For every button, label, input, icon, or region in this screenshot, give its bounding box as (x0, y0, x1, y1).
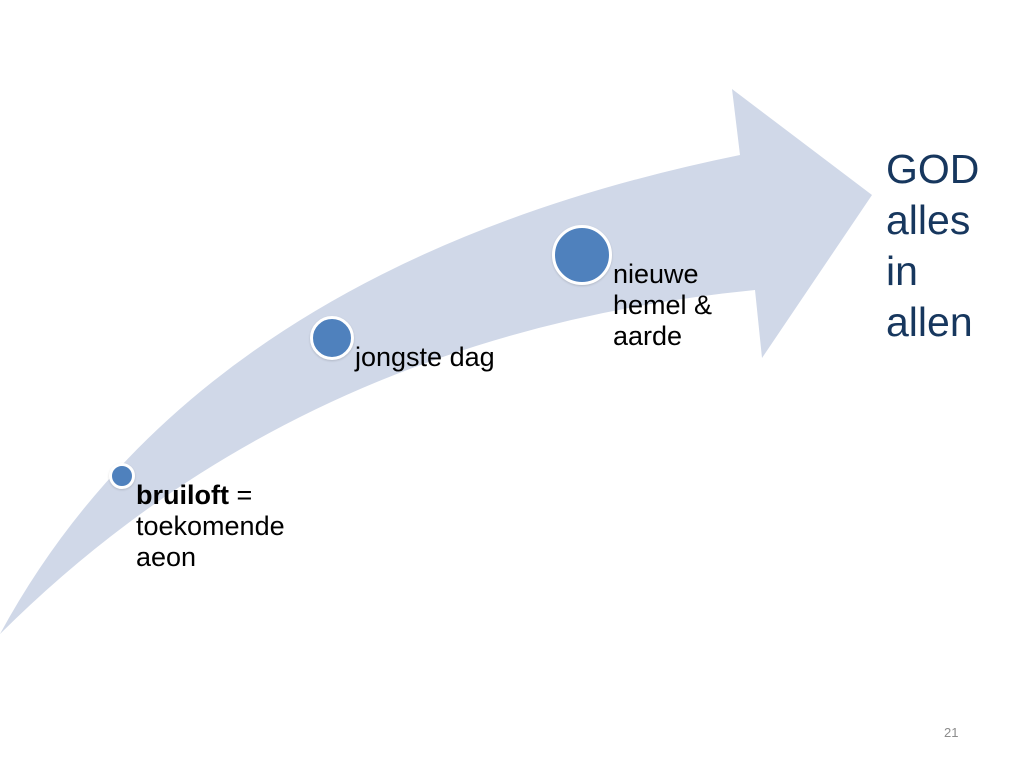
goal-line: allen (886, 299, 973, 345)
milestone-dot-bruiloft (109, 463, 135, 489)
milestone-dot-jongste-dag (310, 316, 354, 360)
goal-line: alles (886, 197, 971, 243)
milestone-label-text: nieuwe hemel & aarde (613, 259, 713, 351)
goal-line: GOD (886, 146, 980, 192)
milestone-label-text: jongste dag (355, 342, 495, 372)
curved-arrow-shape (0, 89, 872, 634)
milestone-label-bold: bruiloft (136, 480, 229, 510)
goal-line: in (886, 248, 918, 294)
milestone-label-jongste-dag: jongste dag (355, 342, 555, 373)
milestone-label-bruiloft: bruiloft = toekomende aeon (136, 480, 336, 573)
milestone-label-text: = toekomende aeon (136, 480, 285, 572)
goal-text: GOD alles in allen (886, 144, 979, 348)
milestone-dot-nieuwe-hemel (552, 225, 612, 285)
milestone-label-nieuwe-hemel: nieuwe hemel & aarde (613, 259, 748, 352)
slide-number: 21 (944, 725, 959, 740)
